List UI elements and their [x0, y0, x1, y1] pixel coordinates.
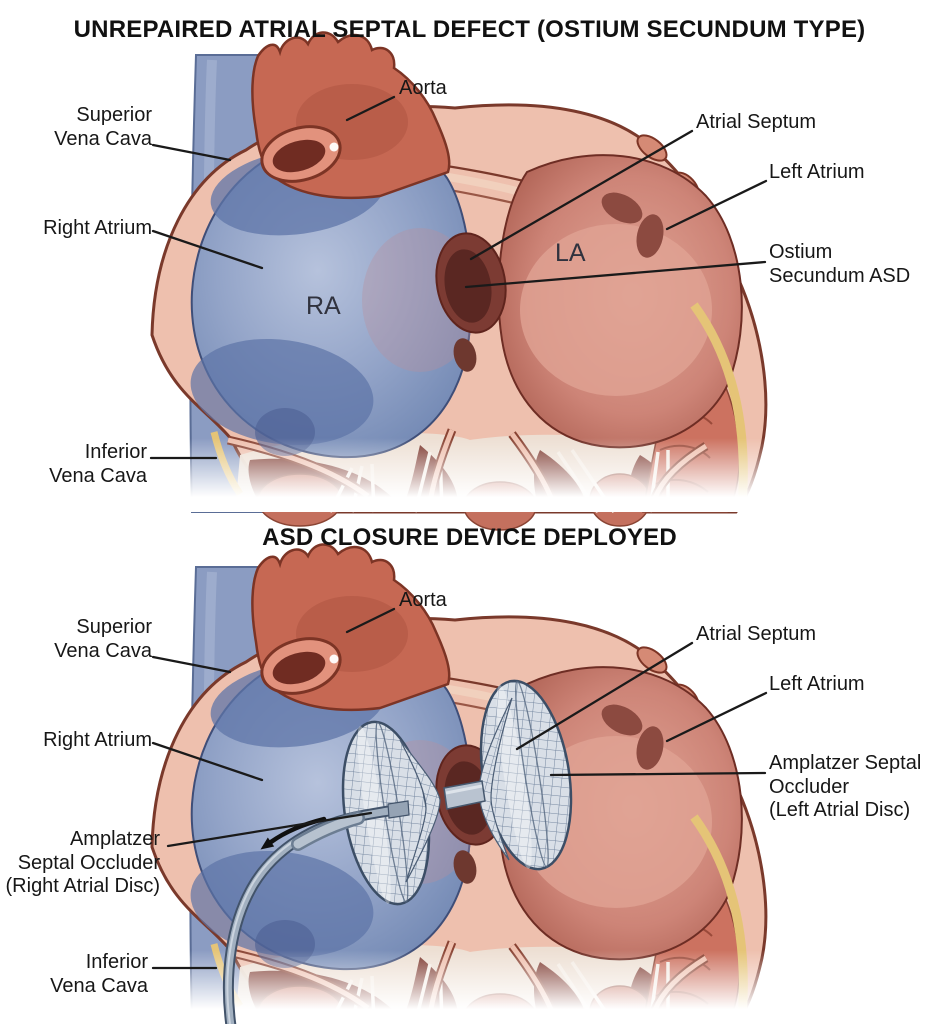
- leader-lines: [149, 95, 768, 970]
- label-atrial-septum-top: Atrial Septum: [696, 111, 817, 133]
- label-inferior-vena-cava-bottom: Inferior Vena Cava: [50, 951, 148, 997]
- label-left-atrium-bottom: Left Atrium: [769, 673, 865, 695]
- label-ra-abbrev: RA: [306, 292, 341, 320]
- label-amplatzer-left-disc: Amplatzer Septal Occluder (Left Atrial D…: [769, 752, 922, 822]
- label-right-atrium-bottom: Right Atrium: [43, 729, 152, 751]
- label-atrial-septum-bottom: Atrial Septum: [696, 623, 817, 645]
- panel-title-deployed: ASD CLOSURE DEVICE DEPLOYED: [262, 524, 677, 551]
- label-ostium-secundum-asd: Ostium Secundum ASD: [769, 241, 911, 287]
- label-superior-vena-cava-bottom: Superior Vena Cava: [54, 616, 152, 662]
- label-amplatzer-right-disc: Amplatzer Septal Occluder (Right Atrial …: [5, 828, 160, 898]
- heart-device-deployed: [0, 544, 939, 1024]
- label-aorta-top: Aorta: [399, 77, 447, 99]
- label-superior-vena-cava-top: Superior Vena Cava: [54, 104, 152, 150]
- panel-title-unrepaired: UNREPAIRED ATRIAL SEPTAL DEFECT (OSTIUM …: [73, 16, 866, 43]
- label-aorta-bottom: Aorta: [399, 589, 447, 611]
- label-left-atrium-top: Left Atrium: [769, 161, 865, 183]
- label-inferior-vena-cava-top: Inferior Vena Cava: [49, 441, 147, 487]
- label-right-atrium-top: Right Atrium: [43, 217, 152, 239]
- label-la-abbrev: LA: [555, 239, 586, 267]
